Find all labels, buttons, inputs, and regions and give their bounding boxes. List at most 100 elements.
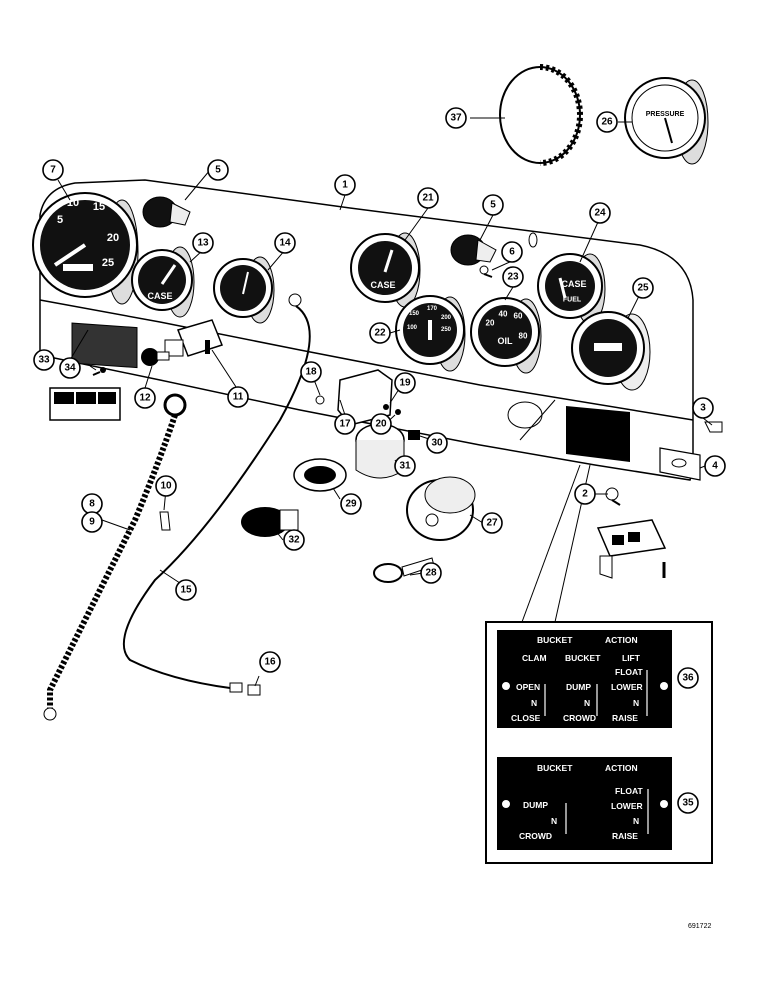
gauge-22-scale-label: 250	[441, 327, 452, 333]
plate36-col3-item: LOWER	[611, 682, 643, 692]
callout-1: 1	[334, 174, 356, 196]
svg-text:8: 8	[89, 499, 95, 510]
figure-code: 691722	[688, 923, 711, 930]
callout-16: 16	[259, 651, 281, 673]
plate36-col2-title: BUCKET	[565, 653, 601, 663]
instruction-plate-36: BUCKET ACTION CLAM BUCKET LIFT OPEN N CL…	[497, 630, 672, 728]
gauge-bezel	[499, 64, 583, 166]
callout-10: 10	[155, 475, 177, 497]
callout-24: 24	[589, 202, 611, 224]
gauge-23-scale-label: 80	[519, 332, 528, 341]
svg-text:18: 18	[305, 367, 317, 378]
gauge-23-scale-label: 60	[514, 312, 523, 321]
svg-text:29: 29	[345, 499, 357, 510]
svg-text:14: 14	[279, 238, 291, 249]
gauge-24-brand: CASE	[561, 279, 586, 289]
plate36-col1-title: CLAM	[522, 653, 547, 663]
cable-clip	[159, 511, 171, 531]
hour-meter	[571, 311, 651, 391]
callout-5: 5	[482, 194, 504, 216]
svg-text:13: 13	[197, 238, 209, 249]
svg-text:34: 34	[64, 363, 76, 374]
svg-text:31: 31	[399, 461, 411, 472]
svg-text:20: 20	[375, 419, 387, 430]
gauge-13-brand: CASE	[147, 291, 172, 301]
mounting-bracket	[659, 447, 701, 481]
svg-text:10: 10	[160, 481, 172, 492]
switch-plate-left	[49, 387, 121, 421]
svg-text:24: 24	[594, 208, 606, 219]
clip	[704, 421, 723, 433]
gauge-21-needle	[383, 249, 394, 273]
svg-text:2: 2	[582, 489, 588, 500]
plate36-col3-title: LIFT	[622, 653, 641, 663]
callout-26: 26	[596, 111, 618, 133]
plate35-col1-item: CROWD	[519, 831, 552, 841]
lighter-housing	[293, 458, 347, 492]
plate36-col3-item: RAISE	[612, 713, 638, 723]
lamp-holder-right	[450, 234, 497, 266]
plate35-col1-item: DUMP	[523, 800, 548, 810]
gauge-14-needle	[242, 271, 249, 295]
gauge-22-scale-label: 170	[427, 306, 438, 312]
callout-9: 9	[81, 511, 103, 533]
plate35-header-right: ACTION	[605, 763, 638, 773]
plate36-header-left: BUCKET	[537, 635, 573, 645]
callout-25: 25	[632, 277, 654, 299]
callout-8: 8	[81, 493, 103, 515]
gauge-13-needle	[160, 264, 177, 285]
callout-15: 15	[175, 579, 197, 601]
ignition-switch	[406, 476, 476, 541]
callouts: 1 2 3 4 5 5 6 7 8 9 10 11 12 13 14 15 16…	[33, 107, 726, 814]
plate36-col2-item: DUMP	[566, 682, 591, 692]
svg-text:9: 9	[89, 517, 95, 528]
gauge-24-label: FUEL	[563, 297, 582, 304]
svg-text:37: 37	[450, 113, 462, 124]
callout-27: 27	[481, 512, 503, 534]
instruction-plate-35: BUCKET ACTION DUMP N CROWD FLOAT LOWER N…	[497, 757, 672, 850]
plate36-col2-item: N	[584, 698, 590, 708]
callout-32: 32	[283, 529, 305, 551]
switch-plate-right	[596, 519, 667, 579]
bracket-slot	[671, 458, 687, 468]
svg-text:21: 21	[422, 193, 434, 204]
svg-text:26: 26	[601, 117, 613, 128]
tachometer-needle	[53, 243, 87, 267]
svg-text:23: 23	[507, 272, 519, 283]
lighter-knob	[241, 507, 299, 537]
callout-20: 20	[370, 413, 392, 435]
callout-22: 22	[369, 322, 391, 344]
plate35-col2-item: LOWER	[611, 801, 643, 811]
plate36-header-right: ACTION	[605, 635, 638, 645]
pressure-gauge: PRESSURE	[624, 77, 709, 165]
callout-3: 3	[692, 397, 714, 419]
plate36-col1-item: CLOSE	[511, 713, 541, 723]
bracket-17	[315, 369, 401, 426]
lamp-holder-left	[142, 196, 191, 228]
callout-28: 28	[420, 562, 442, 584]
svg-text:30: 30	[431, 438, 443, 449]
callout-6: 6	[501, 241, 523, 263]
callout-31: 31	[394, 455, 416, 477]
callout-12: 12	[134, 387, 156, 409]
tachometer-cable	[43, 393, 187, 721]
bulb-socket-screw	[479, 232, 538, 278]
panel-black-window	[566, 406, 630, 462]
svg-text:12: 12	[139, 393, 151, 404]
svg-text:1: 1	[342, 180, 348, 191]
callout-19: 19	[394, 372, 416, 394]
plate35-header-left: BUCKET	[537, 763, 573, 773]
svg-text:36: 36	[682, 673, 694, 684]
hour-meter-window	[594, 343, 622, 351]
svg-text:5: 5	[215, 165, 221, 176]
svg-text:11: 11	[233, 392, 244, 403]
plate35-col2-item: FLOAT	[615, 786, 644, 796]
svg-text:15: 15	[180, 585, 192, 596]
callout-14: 14	[274, 232, 296, 254]
tachometer: 5 10 15 20 25	[32, 192, 139, 305]
svg-text:6: 6	[509, 247, 515, 258]
gauge-23-scale-label: 40	[499, 310, 508, 319]
callout-29: 29	[340, 493, 362, 515]
gauge-23-scale-label: 20	[486, 319, 495, 328]
